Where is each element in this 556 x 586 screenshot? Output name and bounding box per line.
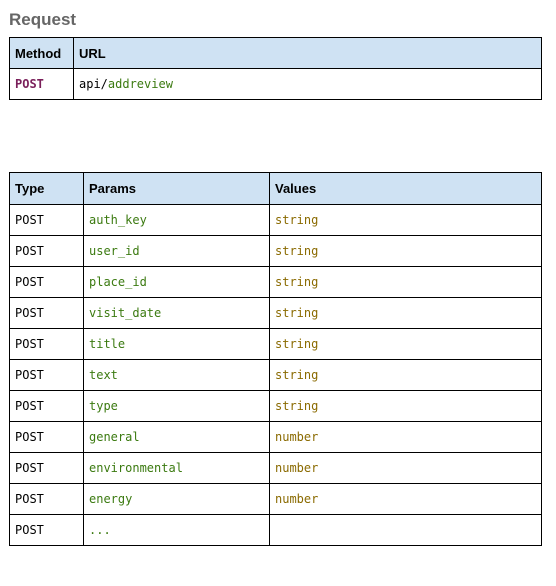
type-cell: POST [9,359,84,391]
value-cell: string [269,235,542,267]
url-header: URL [73,37,542,69]
value-cell: string [269,328,542,360]
method-value: POST [15,77,44,91]
type-cell: POST [9,266,84,298]
value-cell: number [269,421,542,453]
type-cell: POST [9,514,84,546]
param-cell: general [83,421,270,453]
table-row: POST visit_date string [9,297,542,329]
type-cell: POST [9,204,84,236]
param-cell: visit_date [83,297,270,329]
values-header: Values [269,172,542,205]
param-cell: place_id [83,266,270,298]
type-cell: POST [9,328,84,360]
params-header-row: Type Params Values [9,172,542,205]
method-cell: POST [9,68,74,100]
param-cell: text [83,359,270,391]
table-row: POST auth_key string [9,204,542,236]
table-row: POST ... [9,514,542,546]
table-row: POST energy number [9,483,542,515]
table-row: POST text string [9,359,542,391]
url-cell: api/addreview [73,68,542,100]
params-table: Type Params Values POST auth_key string … [9,172,542,546]
value-cell: string [269,266,542,298]
table-row: POST environmental number [9,452,542,484]
type-cell: POST [9,452,84,484]
param-cell: ... [83,514,270,546]
value-cell [269,514,542,546]
table-row: POST type string [9,390,542,422]
url-prefix: api/ [79,77,108,91]
param-cell: user_id [83,235,270,267]
value-cell: number [269,483,542,515]
param-cell: energy [83,483,270,515]
value-cell: string [269,359,542,391]
type-cell: POST [9,390,84,422]
type-header: Type [9,172,84,205]
param-cell: auth_key [83,204,270,236]
value-cell: number [269,452,542,484]
request-heading: Request [9,10,77,29]
value-cell: string [269,204,542,236]
table-row: POST title string [9,328,542,360]
param-cell: environmental [83,452,270,484]
params-header: Params [83,172,270,205]
table-row: POST general number [9,421,542,453]
table-row: POST place_id string [9,266,542,298]
url-path: addreview [107,77,173,91]
value-cell: string [269,390,542,422]
request-header-row: Method URL [9,37,542,69]
param-cell: title [83,328,270,360]
type-cell: POST [9,235,84,267]
type-cell: POST [9,483,84,515]
table-row: POST user_id string [9,235,542,267]
value-cell: string [269,297,542,329]
param-cell: type [83,390,270,422]
type-cell: POST [9,421,84,453]
method-header: Method [9,37,74,69]
request-table: Method URL POST api/addreview [9,37,542,100]
type-cell: POST [9,297,84,329]
request-row: POST api/addreview [9,68,542,100]
